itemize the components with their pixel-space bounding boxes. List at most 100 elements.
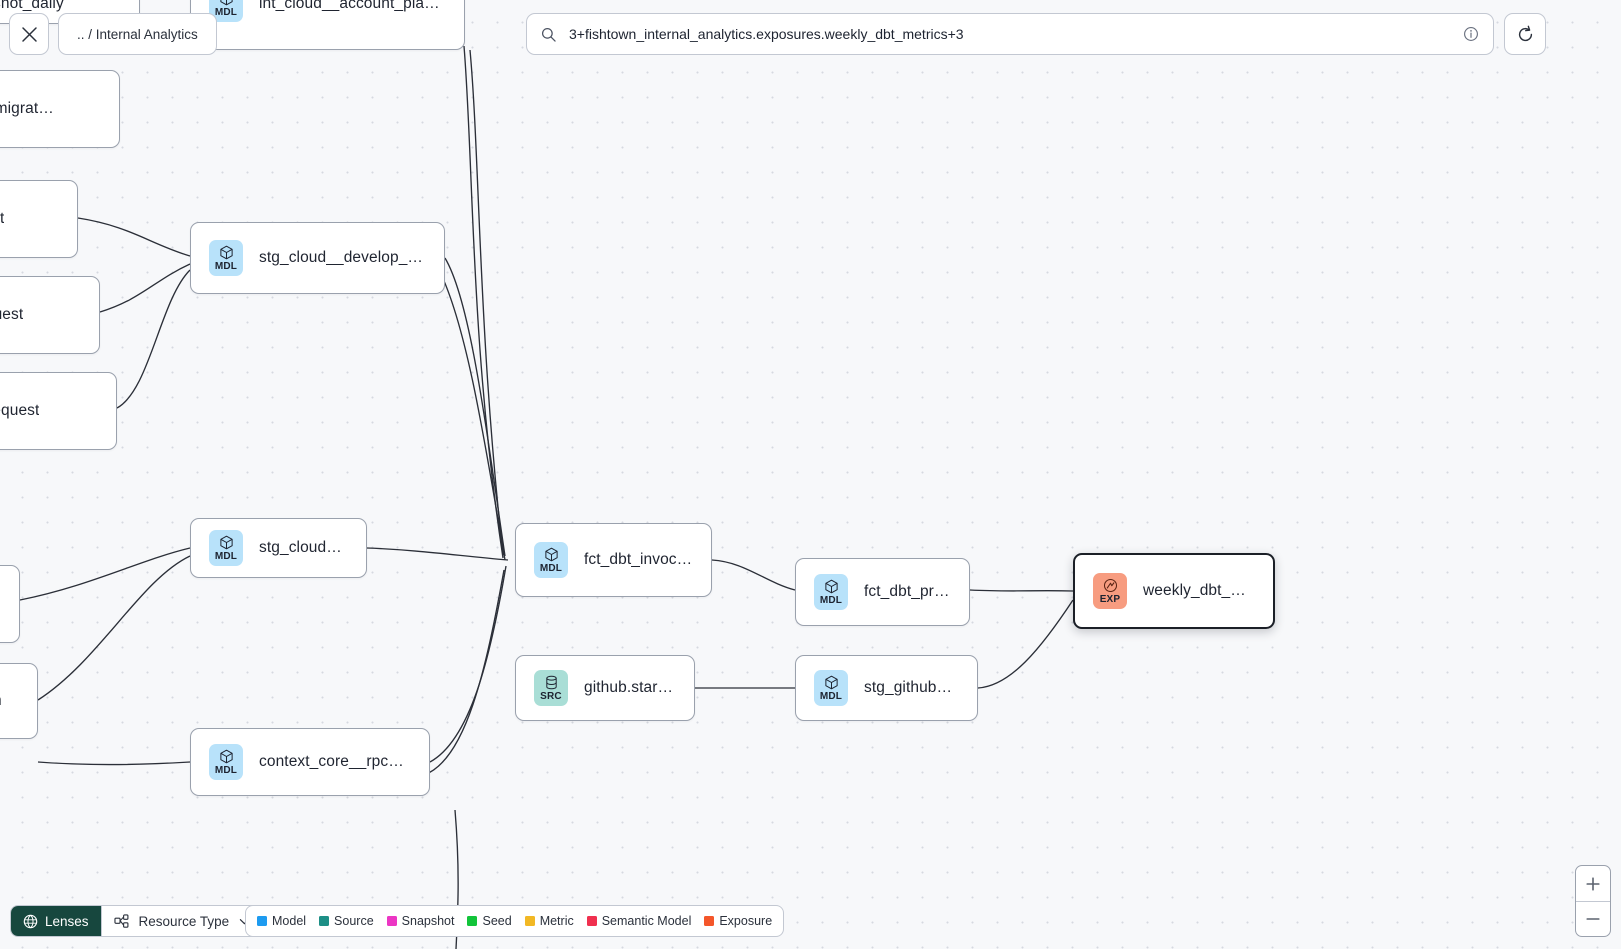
- refresh-button[interactable]: [1504, 13, 1546, 55]
- legend-item[interactable]: Source: [319, 914, 374, 928]
- zoom-in-button[interactable]: [1576, 866, 1610, 901]
- lineage-node[interactable]: …n: [0, 565, 20, 643]
- lineage-node[interactable]: MDL context_core__rpc_request: [190, 728, 430, 796]
- legend-label: Semantic Model: [601, 914, 692, 928]
- resource-type-dropdown[interactable]: Resource Type: [100, 906, 263, 936]
- search-bar[interactable]: [526, 13, 1494, 55]
- lineage-node[interactable]: EXP weekly_dbt_metrics: [1073, 553, 1275, 629]
- legend-label: Snapshot: [401, 914, 455, 928]
- cube-icon: [824, 579, 838, 593]
- legend-swatch-icon: [586, 916, 597, 926]
- lineage-node[interactable]: ….run: [0, 663, 38, 739]
- cube-icon: [219, 535, 233, 549]
- lineage-node[interactable]: SRC github.stargazers: [515, 655, 695, 721]
- node-label: snapshot_daily: [0, 0, 64, 12]
- legend-swatch-icon: [257, 916, 267, 926]
- breadcrumb[interactable]: .. / Internal Analytics: [58, 13, 217, 55]
- node-label: multicell_migrat…: [0, 100, 54, 117]
- cube-icon: [824, 675, 838, 689]
- node-label: github.stargazers: [584, 679, 676, 696]
- legend-label: Metric: [539, 914, 574, 928]
- info-icon[interactable]: [1463, 26, 1479, 42]
- resource-type-legend: Model Source Snapshot Seed Metric Semantic Mo…: [245, 905, 785, 937]
- lineage-edge: [19, 547, 191, 601]
- node-label: stg_github__stars: [864, 679, 959, 696]
- legend-item[interactable]: Metric: [524, 914, 574, 928]
- legend-swatch-icon: [467, 916, 478, 926]
- node-label: fct_dbt_projects: [864, 583, 951, 600]
- node-type-badge-mdl: MDL: [209, 530, 243, 566]
- legend-item[interactable]: Model: [257, 914, 306, 928]
- resource-type-icon: [113, 913, 129, 928]
- legend-item[interactable]: Snapshot: [386, 914, 455, 928]
- lineage-edge: [37, 555, 191, 701]
- node-type-badge-mdl: MDL: [209, 240, 243, 276]
- legend-item[interactable]: Semantic Model: [586, 914, 692, 928]
- cube-icon: [219, 749, 233, 763]
- lineage-node[interactable]: …velop_request: [0, 276, 100, 354]
- lineage-edge: [469, 49, 504, 556]
- cube-icon: [219, 0, 233, 5]
- node-type-badge-exp: EXP: [1093, 573, 1127, 609]
- node-label: …_develop_request: [0, 402, 40, 419]
- node-label: ….run: [0, 692, 2, 710]
- exposure-chart-icon: [1103, 578, 1117, 592]
- refresh-icon: [1518, 25, 1532, 41]
- lineage-node[interactable]: MDL stg_cloud__runs: [190, 518, 367, 578]
- resource-type-label: Resource Type: [138, 913, 230, 929]
- lineage-edge: [969, 589, 1074, 592]
- lineage-edge: [711, 559, 796, 591]
- node-type-badge-mdl: MDL: [534, 542, 568, 578]
- lineage-node[interactable]: …p_request: [0, 180, 78, 258]
- lineage-node[interactable]: MDL stg_cloud__develop_requests: [190, 222, 445, 294]
- database-icon: [545, 675, 557, 689]
- zoom-out-button[interactable]: [1576, 901, 1610, 936]
- node-label: fct_dbt_invocations: [584, 551, 693, 568]
- legend-swatch-icon: [524, 916, 535, 926]
- lineage-edge: [77, 217, 191, 257]
- zoom-controls: [1575, 865, 1611, 937]
- lineage-node[interactable]: …_develop_request: [0, 372, 117, 450]
- node-label: …velop_request: [0, 306, 24, 323]
- legend-label: Source: [334, 914, 374, 928]
- legend-swatch-icon: [704, 916, 715, 926]
- legend-swatch-icon: [319, 916, 330, 926]
- node-type-badge-mdl: MDL: [209, 744, 243, 780]
- lens-controls: Lenses Resource Type: [10, 905, 264, 937]
- node-type-badge-src: SRC: [534, 670, 568, 706]
- legend-item[interactable]: Exposure: [704, 914, 772, 928]
- lineage-edge: [99, 263, 191, 313]
- lineage-node[interactable]: multicell_migrat…: [0, 70, 120, 148]
- node-type-badge-mdl: MDL: [814, 670, 848, 706]
- node-label: int_cloud__account_plan_history: [259, 0, 446, 12]
- search-icon: [541, 27, 556, 42]
- lenses-button[interactable]: Lenses: [11, 906, 101, 936]
- lenses-label: Lenses: [45, 913, 89, 929]
- legend-label: Model: [272, 914, 307, 928]
- lineage-edge: [444, 257, 506, 557]
- node-label: context_core__rpc_request: [259, 753, 411, 770]
- lineage-edge: [116, 269, 191, 409]
- node-label: stg_cloud__develop_requests: [259, 249, 426, 266]
- lineage-node[interactable]: MDL fct_dbt_invocations: [515, 523, 712, 597]
- node-label: …p_request: [0, 210, 5, 227]
- search-input[interactable]: [567, 25, 1452, 43]
- plus-icon: [1586, 876, 1600, 891]
- lineage-node[interactable]: MDL stg_github__stars: [795, 655, 978, 721]
- node-label: weekly_dbt_metrics: [1143, 582, 1255, 599]
- close-button[interactable]: [9, 13, 49, 55]
- node-label: stg_cloud__runs: [259, 539, 348, 556]
- lineage-edge: [429, 565, 507, 763]
- legend-item[interactable]: Seed: [467, 914, 512, 928]
- lineage-edge: [37, 761, 191, 766]
- legend-label: Seed: [482, 914, 512, 928]
- close-icon: [21, 26, 37, 42]
- lens-icon: [23, 914, 38, 928]
- breadcrumb-label: .. / Internal Analytics: [77, 26, 198, 42]
- cube-icon: [544, 547, 558, 561]
- lineage-edge: [366, 547, 509, 561]
